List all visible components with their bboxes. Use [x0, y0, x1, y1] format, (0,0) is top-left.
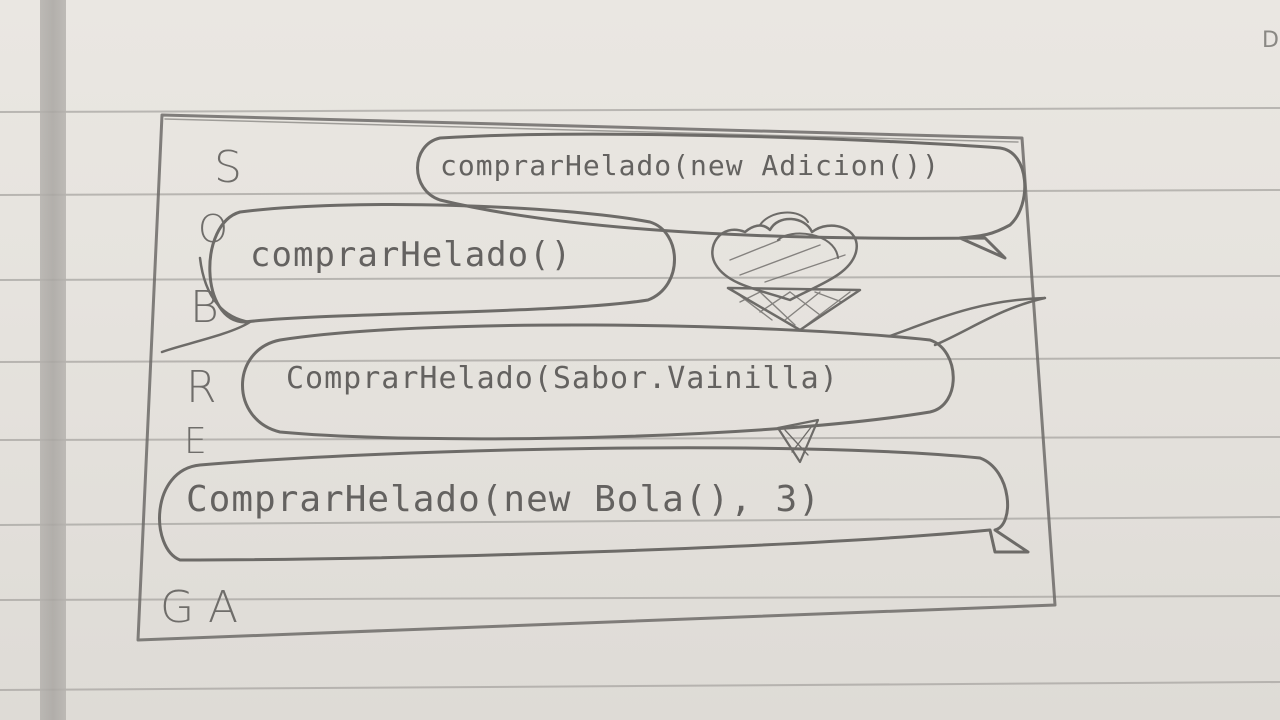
bubble-text-4: ComprarHelado(new Bola(), 3): [186, 479, 821, 520]
side-letter-b: B: [190, 282, 219, 333]
side-letter-g: G: [160, 582, 195, 633]
side-letter-o: O: [198, 207, 228, 251]
side-letter-s: S: [214, 142, 242, 193]
side-letter-a: A: [208, 582, 239, 633]
bubble-text-1: comprarHelado(new Adicion()): [440, 149, 941, 182]
side-letter-r: R: [186, 362, 217, 413]
corner-mark: D: [1262, 28, 1279, 53]
bubble-text-2: comprarHelado(): [250, 235, 573, 275]
margin-line: [40, 0, 66, 720]
bubble-text-3: ComprarHelado(Sabor.Vainilla): [286, 361, 839, 396]
side-letter-e: E: [184, 421, 207, 462]
